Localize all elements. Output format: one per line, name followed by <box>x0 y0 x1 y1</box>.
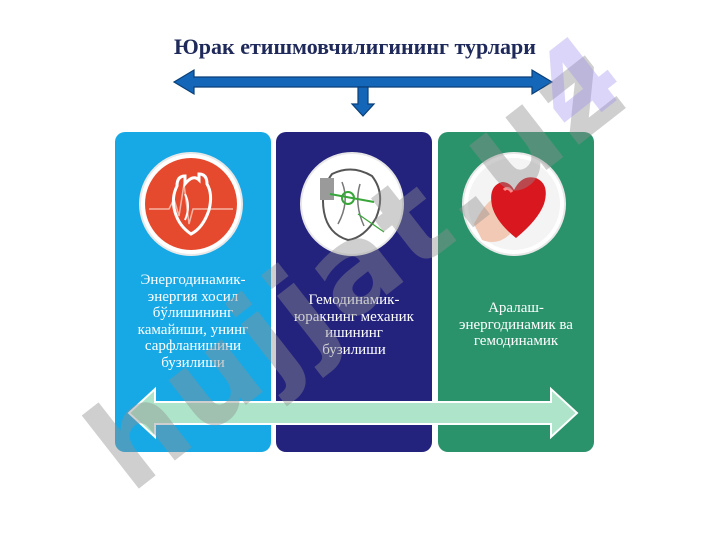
panel-energodynamic: Энергодинамик- энергия хосил бўлишининг … <box>115 132 271 452</box>
heart-anatomy-icon <box>139 152 243 256</box>
double-arrow-horizontal-icon <box>172 68 554 117</box>
panel-hemodynamic-text: Гемодинамик- юракнинг механик ишининг бу… <box>294 292 414 358</box>
panel-energodynamic-text: Энергодинамик- энергия хосил бўлишининг … <box>137 272 249 371</box>
slide-title: Юрак етишмовчилигининг турлари <box>174 34 536 59</box>
heart-diagram-icon <box>300 152 404 256</box>
panel-mixed: Аралаш- энергодинамик ва гемодинамик <box>438 132 594 452</box>
panel-hemodynamic: Гемодинамик- юракнинг механик ишининг бу… <box>276 132 432 452</box>
heart-in-hand-icon <box>462 152 566 256</box>
double-arrow-bottom-icon <box>127 386 579 440</box>
panel-mixed-text: Аралаш- энергодинамик ва гемодинамик <box>459 300 573 349</box>
